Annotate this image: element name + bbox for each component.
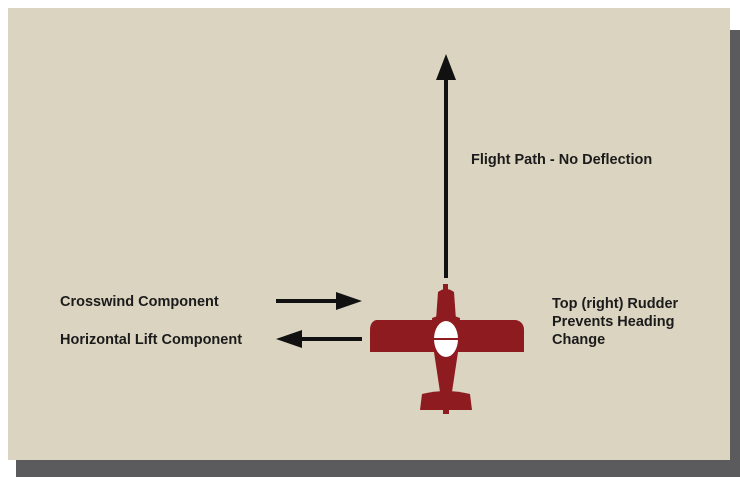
flight-path-label: Flight Path - No Deflection bbox=[471, 152, 653, 168]
horizontal-lift-label: Horizontal Lift Component bbox=[60, 332, 243, 348]
flight-path-arrow bbox=[436, 54, 456, 278]
rudder-label: Top (right) Rudder Prevents Heading Chan… bbox=[552, 296, 679, 348]
crosswind-label: Crosswind Component bbox=[60, 294, 219, 310]
cockpit-canopy bbox=[434, 321, 458, 357]
horizontal-lift-arrow bbox=[276, 330, 362, 348]
crosswind-arrow bbox=[276, 292, 362, 310]
diagram-panel bbox=[8, 8, 730, 460]
